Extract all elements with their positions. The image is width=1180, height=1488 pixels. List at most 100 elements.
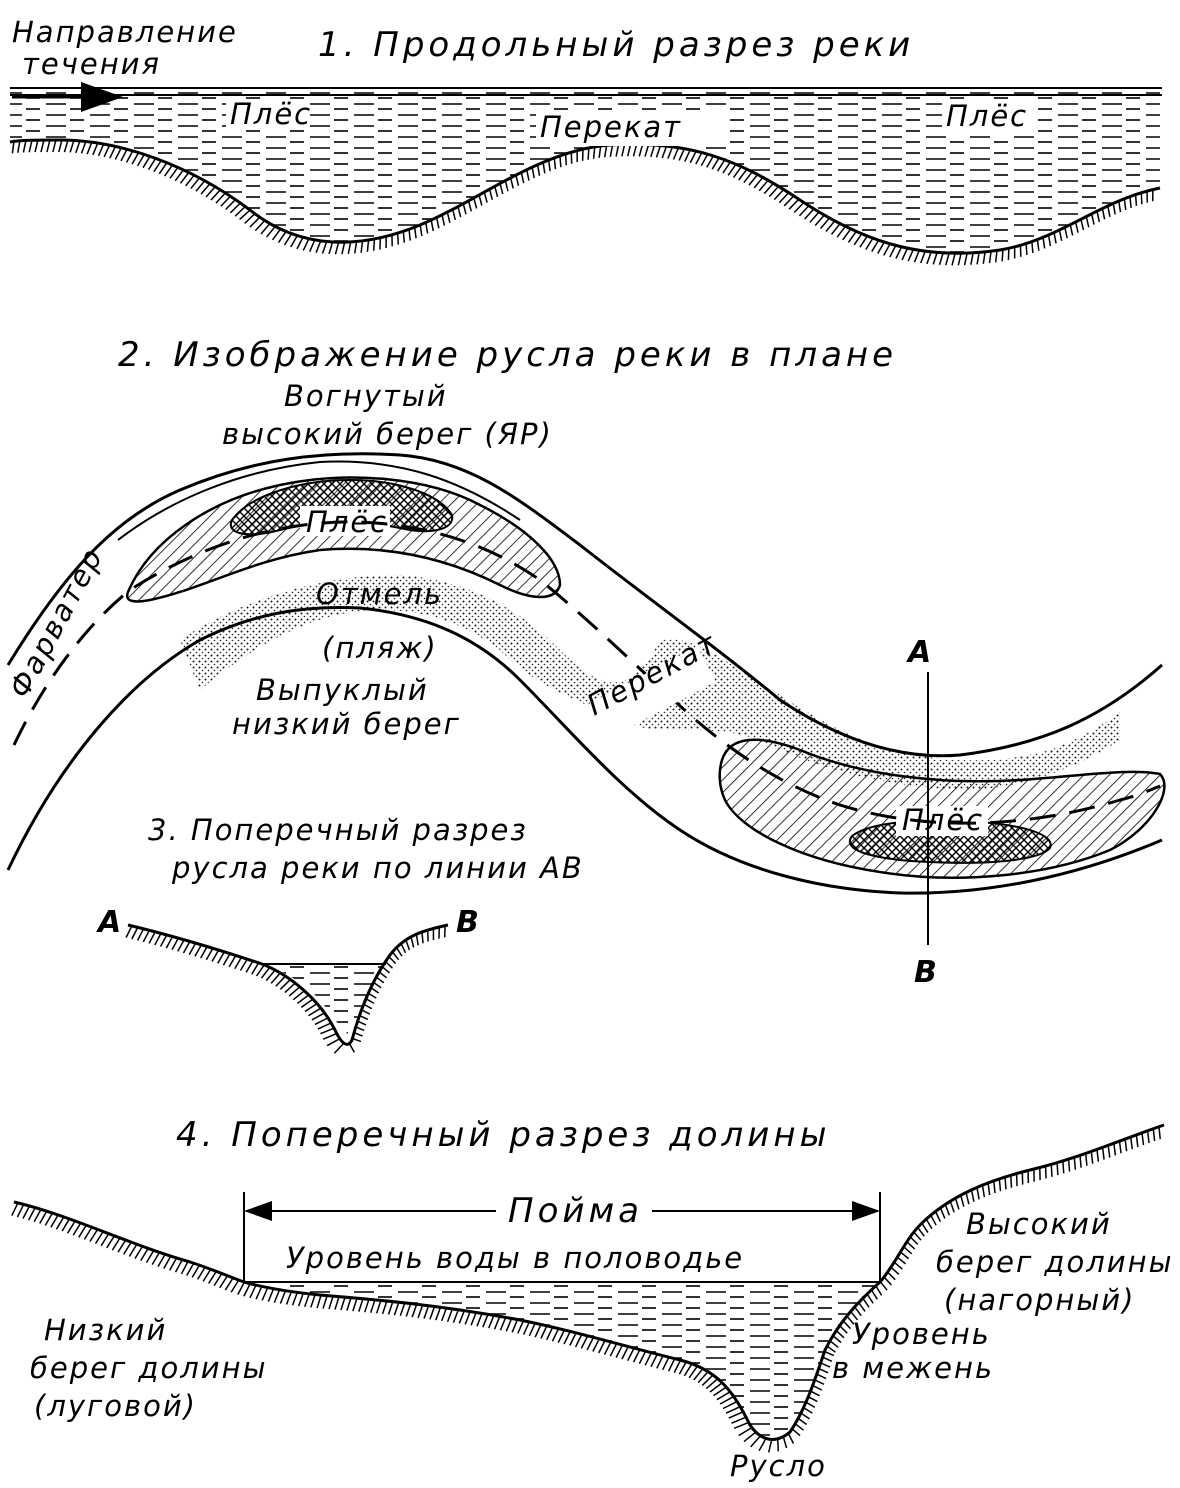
- riverbed-profile: [9, 138, 1161, 255]
- ground-tick: [285, 1291, 293, 1305]
- ground-tick: [976, 252, 980, 265]
- ground-tick: [279, 1290, 287, 1304]
- ground-tick: [805, 1401, 816, 1409]
- ground-tick: [907, 249, 915, 262]
- ground-tick: [131, 152, 140, 165]
- ground-tick: [488, 1315, 495, 1329]
- ground-tick: [441, 214, 446, 226]
- ground-tick: [846, 1315, 855, 1325]
- section3-point-a: А: [96, 905, 121, 940]
- ground-tick: [154, 933, 162, 946]
- ground-tick: [224, 1277, 234, 1291]
- ground-tick: [621, 1346, 629, 1360]
- ground-tick: [1080, 219, 1085, 231]
- ground-tick: [1085, 216, 1090, 228]
- ground-tick: [78, 1224, 87, 1238]
- ground-tick: [938, 252, 944, 266]
- ground-tick: [304, 1293, 310, 1308]
- ground-tick: [586, 1337, 595, 1351]
- ground-tick: [716, 1391, 731, 1401]
- ground-tick: [812, 1384, 823, 1391]
- ground-tick: [22, 1205, 31, 1219]
- ground-tick: [621, 144, 626, 157]
- ground-tick: [16, 1204, 25, 1218]
- ground-tick: [818, 1367, 829, 1374]
- ground-tick: [168, 1257, 178, 1271]
- shoal-label: Отмель: [316, 577, 443, 611]
- ground-tick: [719, 1395, 735, 1405]
- ground-tick: [705, 1378, 719, 1390]
- ground-tick: [1129, 1136, 1134, 1150]
- ground-tick: [488, 189, 494, 200]
- ground-tick: [913, 250, 920, 263]
- ground-tick: [758, 1438, 767, 1452]
- ground-tick: [814, 214, 825, 226]
- ground-tick: [1152, 1128, 1156, 1142]
- ground-tick: [655, 145, 662, 158]
- ground-tick: [435, 1306, 442, 1321]
- ground-tick: [440, 1307, 448, 1322]
- ground-tick: [758, 179, 769, 192]
- ground-tick: [559, 155, 562, 168]
- ground-tick: [1067, 1159, 1071, 1172]
- ground-tick: [1001, 249, 1004, 262]
- channel-cross-section: 3. Поперечный разрез русла реки по линии…: [96, 813, 582, 1054]
- ground-tick: [1101, 208, 1106, 220]
- ground-tick: [706, 155, 715, 168]
- ground-tick: [405, 1303, 412, 1317]
- ground-tick: [1010, 1175, 1013, 1188]
- ground-tick: [482, 1314, 489, 1328]
- ground-tick: [865, 237, 874, 250]
- ground-tick: [179, 172, 190, 184]
- ground-tick: [926, 251, 932, 265]
- ground-tick: [877, 241, 885, 254]
- valley-ground-hatching: [11, 1126, 1161, 1453]
- ground-tick: [835, 1330, 845, 1339]
- ground-tick: [75, 140, 81, 154]
- ground-tick: [1062, 1160, 1065, 1174]
- ground-tick: [1146, 1130, 1150, 1144]
- ground-tick: [493, 1316, 501, 1330]
- ground-tick: [763, 182, 774, 195]
- ground-tick: [239, 209, 251, 221]
- ground-tick: [903, 1246, 913, 1255]
- ground-tick: [893, 1261, 903, 1270]
- ground-tick: [701, 1374, 714, 1386]
- convex-bank-line: [6, 606, 1163, 895]
- ground-tick: [1124, 1138, 1128, 1152]
- ground-tick: [709, 1382, 723, 1393]
- ground-tick: [273, 1289, 281, 1303]
- ground-tick: [954, 1197, 960, 1210]
- ground-tick: [346, 1297, 352, 1311]
- ground-tick: [866, 1293, 874, 1304]
- ground-tick: [733, 1421, 750, 1430]
- ground-tick: [142, 155, 151, 169]
- ground-tick: [1113, 1143, 1117, 1156]
- point-a-label: А: [906, 635, 931, 670]
- ground-tick: [820, 1362, 831, 1368]
- ground-tick: [1053, 232, 1057, 244]
- ground-tick: [322, 1295, 328, 1309]
- ground-tick: [609, 1343, 618, 1357]
- ground-tick: [151, 1251, 161, 1266]
- ground-tick: [1047, 234, 1052, 247]
- ground-tick: [302, 238, 310, 251]
- ground-tick: [598, 1340, 606, 1354]
- ground-tick: [446, 211, 451, 223]
- ground-tick: [11, 1202, 19, 1216]
- ground-tick: [547, 159, 551, 172]
- ground-tick: [396, 233, 400, 245]
- ground-tick: [229, 202, 241, 214]
- ground-tick: [106, 1235, 116, 1249]
- ground-tick: [798, 205, 810, 217]
- ground-tick: [225, 199, 236, 211]
- ground-tick: [230, 1279, 240, 1293]
- ground-tick: [210, 189, 221, 201]
- concave-bank-inner-line: [117, 460, 521, 541]
- ground-tick: [528, 1322, 536, 1337]
- concave-bank-label-2: высокий берег (ЯР): [222, 417, 553, 451]
- ground-tick: [39, 1210, 48, 1224]
- ground-tick: [731, 1416, 747, 1424]
- ground-tick: [854, 1306, 862, 1317]
- ground-tick: [415, 934, 419, 946]
